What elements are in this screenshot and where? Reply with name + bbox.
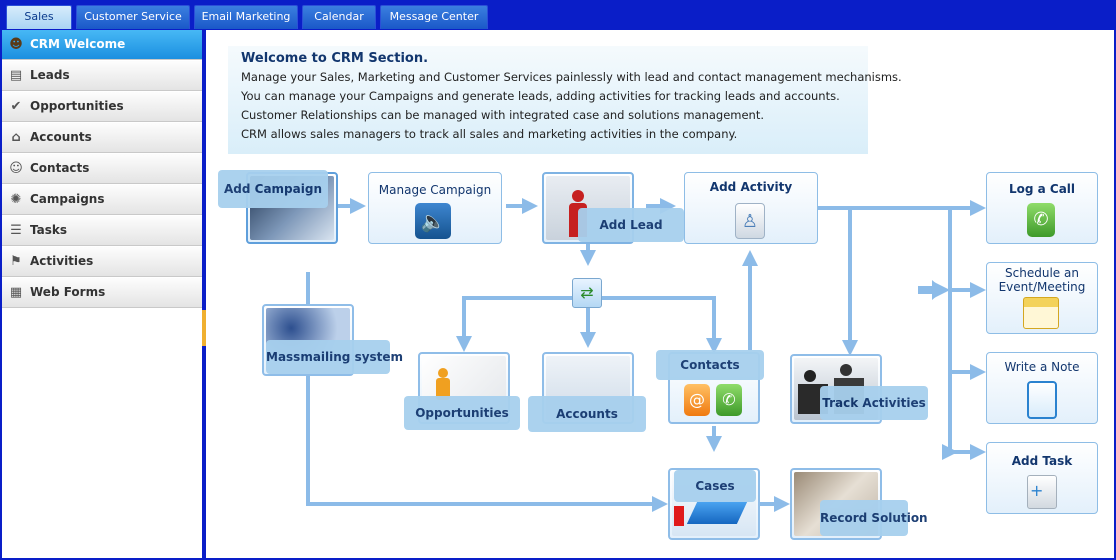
web-forms-icon: ▦ (9, 285, 23, 300)
sidebar-item-activities[interactable]: ⚑ Activities (2, 247, 202, 277)
tab-email-marketing[interactable]: Email Marketing (194, 5, 298, 29)
manage-campaign-node[interactable]: Manage Campaign 🔈 (368, 172, 502, 244)
accounts-label[interactable]: Accounts (528, 396, 646, 432)
email-at-icon: @ (684, 384, 710, 416)
log-call-label: Log a Call (1008, 182, 1076, 196)
sidebar-item-crm-welcome[interactable]: ☻ CRM Welcome (2, 30, 202, 60)
sidebar-item-label: CRM Welcome (30, 37, 126, 51)
leads-icon: ▤ (9, 68, 23, 83)
add-task-label: Add Task (1011, 454, 1073, 468)
add-activity-label: Add Activity (709, 180, 793, 194)
sidebar-item-campaigns[interactable]: ✺ Campaigns (2, 185, 202, 215)
sidebar-item-label: Activities (30, 254, 94, 268)
sidebar-item-label: Leads (30, 68, 70, 82)
welcome-panel: Welcome to CRM Section. Manage your Sale… (228, 46, 902, 154)
add-task-node[interactable]: Add Task + (986, 442, 1098, 514)
user-welcome-icon: ☻ (9, 37, 23, 52)
arrow-right-icon (918, 280, 944, 300)
sidebar: ☻ CRM Welcome ▤ Leads ✔ Opportunities ⌂ Acco… (2, 30, 206, 558)
contact-person-icon: ☺ (9, 161, 23, 176)
add-campaign-label[interactable]: Add Campaign (218, 170, 328, 208)
checkmark-icon: ✔ (10, 99, 22, 114)
log-call-node[interactable]: Log a Call ✆ (986, 172, 1098, 244)
campaign-icon: ✺ (10, 192, 22, 207)
welcome-line: You can manage your Campaigns and genera… (241, 89, 840, 103)
sidebar-item-label: Tasks (30, 223, 68, 237)
tasks-list-icon: ☰ (10, 223, 22, 238)
sidebar-item-leads[interactable]: ▤ Leads (2, 61, 202, 91)
sidebar-collapse-handle[interactable] (202, 310, 206, 346)
sidebar-item-label: Web Forms (30, 285, 106, 299)
sidebar-item-tasks[interactable]: ☰ Tasks (2, 216, 202, 246)
top-tab-bar: Sales Customer Service Email Marketing C… (2, 2, 1114, 30)
track-activities-label[interactable]: Track Activities (820, 386, 928, 420)
welcome-line: Customer Relationships can be managed wi… (241, 108, 765, 122)
phone-icon: ✆ (1027, 203, 1055, 237)
exchange-arrows-icon: ⇄ (572, 278, 602, 308)
main-content: Welcome to CRM Section. Manage your Sale… (208, 32, 1114, 558)
massmailing-label[interactable]: Massmailing system (266, 340, 403, 374)
welcome-line: Manage your Sales, Marketing and Custome… (241, 70, 902, 84)
manage-campaign-label: Manage Campaign (378, 183, 492, 197)
note-clipboard-icon (1027, 381, 1057, 419)
add-task-icon: + (1027, 475, 1057, 509)
cases-label[interactable]: Cases (674, 470, 756, 502)
write-note-node[interactable]: Write a Note (986, 352, 1098, 424)
schedule-event-label: Schedule an Event/Meeting (998, 266, 1086, 294)
tab-calendar[interactable]: Calendar (302, 5, 376, 29)
phone-icon: ✆ (716, 384, 742, 416)
sidebar-item-label: Contacts (30, 161, 90, 175)
sidebar-item-web-forms[interactable]: ▦ Web Forms (2, 278, 202, 308)
sidebar-item-label: Opportunities (30, 99, 124, 113)
activity-person-icon: ♙ (735, 203, 765, 239)
workflow-connectors (306, 198, 986, 512)
house-icon: ⌂ (11, 130, 21, 145)
activities-icon: ⚑ (10, 254, 22, 269)
contacts-label[interactable]: Contacts (656, 350, 764, 380)
welcome-title: Welcome to CRM Section. (241, 51, 429, 66)
add-activity-node[interactable]: Add Activity ♙ (684, 172, 818, 244)
sidebar-item-accounts[interactable]: ⌂ Accounts (2, 123, 202, 153)
calendar-icon (1023, 297, 1059, 329)
tab-message-center[interactable]: Message Center (380, 5, 488, 29)
tab-customer-service[interactable]: Customer Service (76, 5, 190, 29)
add-lead-label[interactable]: Add Lead (578, 208, 684, 242)
sidebar-item-label: Accounts (30, 130, 92, 144)
tab-sales[interactable]: Sales (6, 5, 72, 29)
write-note-label: Write a Note (1004, 360, 1080, 374)
welcome-line: CRM allows sales managers to track all s… (241, 127, 738, 141)
sidebar-item-label: Campaigns (30, 192, 105, 206)
schedule-event-node[interactable]: Schedule an Event/Meeting (986, 262, 1098, 334)
speaker-icon: 🔈 (415, 203, 451, 239)
record-solution-label[interactable]: Record Solution (820, 500, 928, 536)
sidebar-item-contacts[interactable]: ☺ Contacts (2, 154, 202, 184)
opportunities-label[interactable]: Opportunities (404, 396, 520, 430)
sidebar-item-opportunities[interactable]: ✔ Opportunities (2, 92, 202, 122)
